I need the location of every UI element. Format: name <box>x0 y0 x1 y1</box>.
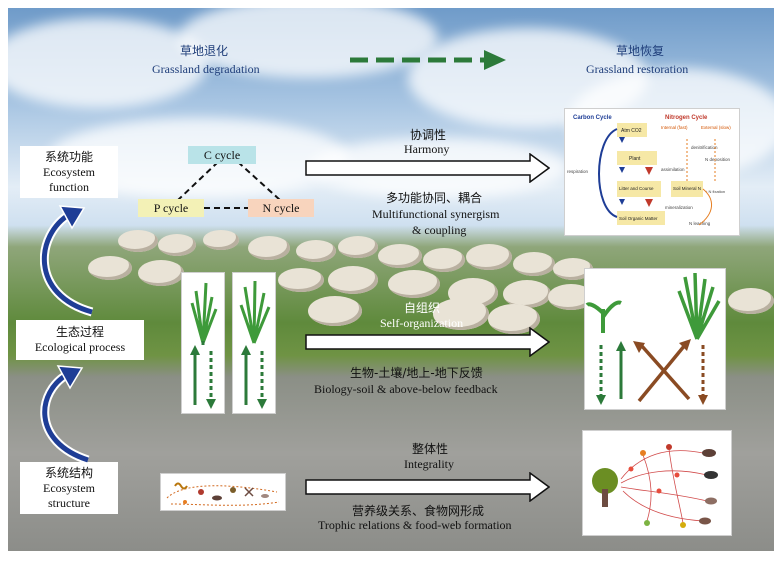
grass-feedback-graphic-1 <box>190 282 218 409</box>
som-node: Soil Organic Matter <box>619 216 658 221</box>
foodweb-en: Trophic relations & food-web formation <box>318 518 512 532</box>
harmony-zh: 协调性 <box>410 128 447 142</box>
integrality-en: Integrality <box>404 457 454 471</box>
level-ecosystem-function: 系统功能 Ecosystem function <box>20 146 118 198</box>
atm-co2: Atm CO2 <box>621 128 642 134</box>
degraded-feedback-panel-1 <box>181 272 225 414</box>
respiration-label: respiration <box>567 169 589 174</box>
mineralization-label: mineralization <box>665 205 693 210</box>
restored-feedback-panel <box>584 268 726 410</box>
arrow-harmony <box>305 153 550 183</box>
n-leaching-label: N leaching <box>689 221 711 226</box>
synergism-zh: 多功能协同、耦合 <box>386 191 483 205</box>
level-ecosystem-structure: 系统结构 Ecosystem structure <box>20 462 118 514</box>
n-cycle-box: N cycle <box>248 199 314 217</box>
nitrogen-cycle-title: Nitrogen Cycle <box>665 115 708 121</box>
litter-node: Litter and Course <box>619 186 654 191</box>
curved-arrow-process-to-function <box>40 205 94 317</box>
arrow-self-organization <box>305 327 550 357</box>
degraded-feedback-panel-2 <box>232 272 276 414</box>
soil-organisms-graphic <box>166 482 280 506</box>
harmony-en: Harmony <box>404 142 450 156</box>
level-structure-zh: 系统结构 <box>44 466 93 480</box>
soil-organisms-panel <box>160 473 286 511</box>
food-web-graphic <box>592 444 718 528</box>
header-restoration-en: Grassland restoration <box>586 62 689 76</box>
self-organization-zh: 自组织 <box>404 301 441 315</box>
level-structure-en1: Ecosystem <box>43 481 95 495</box>
level-process-en1: Ecological process <box>34 340 126 354</box>
cycle-connectors <box>177 161 281 209</box>
denitrification-label: denitrification <box>691 145 718 150</box>
level-function-en1: Ecosystem <box>43 165 95 179</box>
level-process-zh: 生态过程 <box>55 325 104 339</box>
integrality-zh: 整体性 <box>412 442 449 456</box>
self-organization-en: Self-organization <box>380 316 464 330</box>
p-cycle-box: P cycle <box>138 199 204 217</box>
arrow-integrality <box>305 472 550 502</box>
c-cycle-box: C cycle <box>188 146 256 164</box>
plant-node: Plant <box>629 156 641 162</box>
level-ecological-process: 生态过程 Ecological process <box>16 320 144 360</box>
n-fixation-label: + N fixation <box>705 189 725 194</box>
synergism-en2: & coupling <box>412 223 467 237</box>
cn-cycle-graphic: Carbon Cycle Nitrogen Cycle Internal (fa… <box>567 115 731 226</box>
curved-arrow-structure-to-process <box>40 365 90 465</box>
soil-mineral-node: Soil Mineral N <box>673 186 701 191</box>
carbon-nitrogen-cycle-panel: Carbon Cycle Nitrogen Cycle Internal (fa… <box>564 108 740 236</box>
feedback-en: Biology-soil & above-below feedback <box>314 382 498 396</box>
restored-feedback-graphic <box>585 272 721 405</box>
level-function-en2: function <box>49 180 89 194</box>
carbon-cycle-title: Carbon Cycle <box>573 115 612 121</box>
header-degradation-zh: 草地退化 <box>180 44 229 58</box>
internal-fast: Internal (fast) <box>661 125 688 130</box>
grass-feedback-graphic-2 <box>239 280 271 409</box>
synergism-en1: Multifunctional synergism <box>372 207 500 221</box>
header-restoration-zh: 草地恢复 <box>616 44 665 58</box>
foodweb-zh: 营养级关系、食物网形成 <box>352 504 485 518</box>
external-slow: External (slow) <box>701 125 731 130</box>
feedback-zh: 生物-土壤/地上-地下反馈 <box>350 366 483 380</box>
level-function-zh: 系统功能 <box>44 150 93 164</box>
food-web-panel <box>582 430 732 536</box>
dashed-direction-arrow <box>350 50 506 70</box>
header-degradation-en: Grassland degradation <box>152 62 260 76</box>
assimilation-label: assimilation <box>661 167 685 172</box>
level-structure-en2: structure <box>48 496 90 510</box>
n-deposition-label: N deposition <box>705 157 731 162</box>
